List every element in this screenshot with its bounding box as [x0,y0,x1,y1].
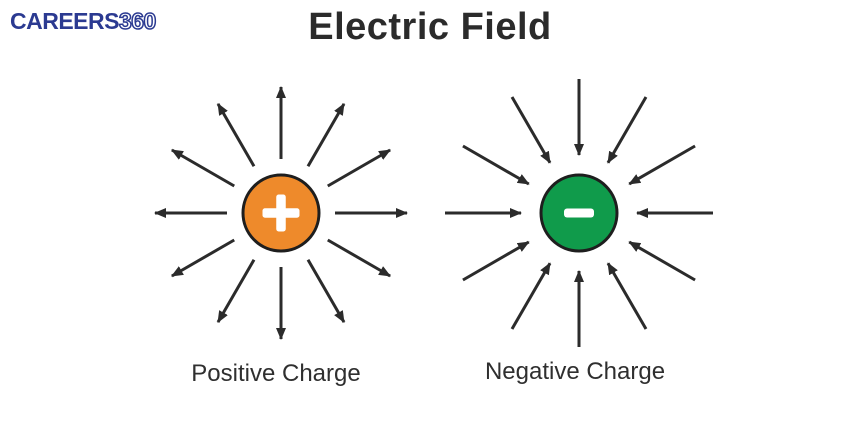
careers360-logo: CAREERS360 [10,7,157,35]
page-title: Electric Field [308,6,552,48]
logo-text-careers: CAREERS [10,8,119,34]
positive-charge-diagram [154,86,408,340]
logo-text-360: 360 [118,7,157,35]
negative-charge-label: Negative Charge [484,358,666,385]
positive-charge-label: Positive Charge [191,360,361,387]
negative-charge-diagram [445,79,713,347]
